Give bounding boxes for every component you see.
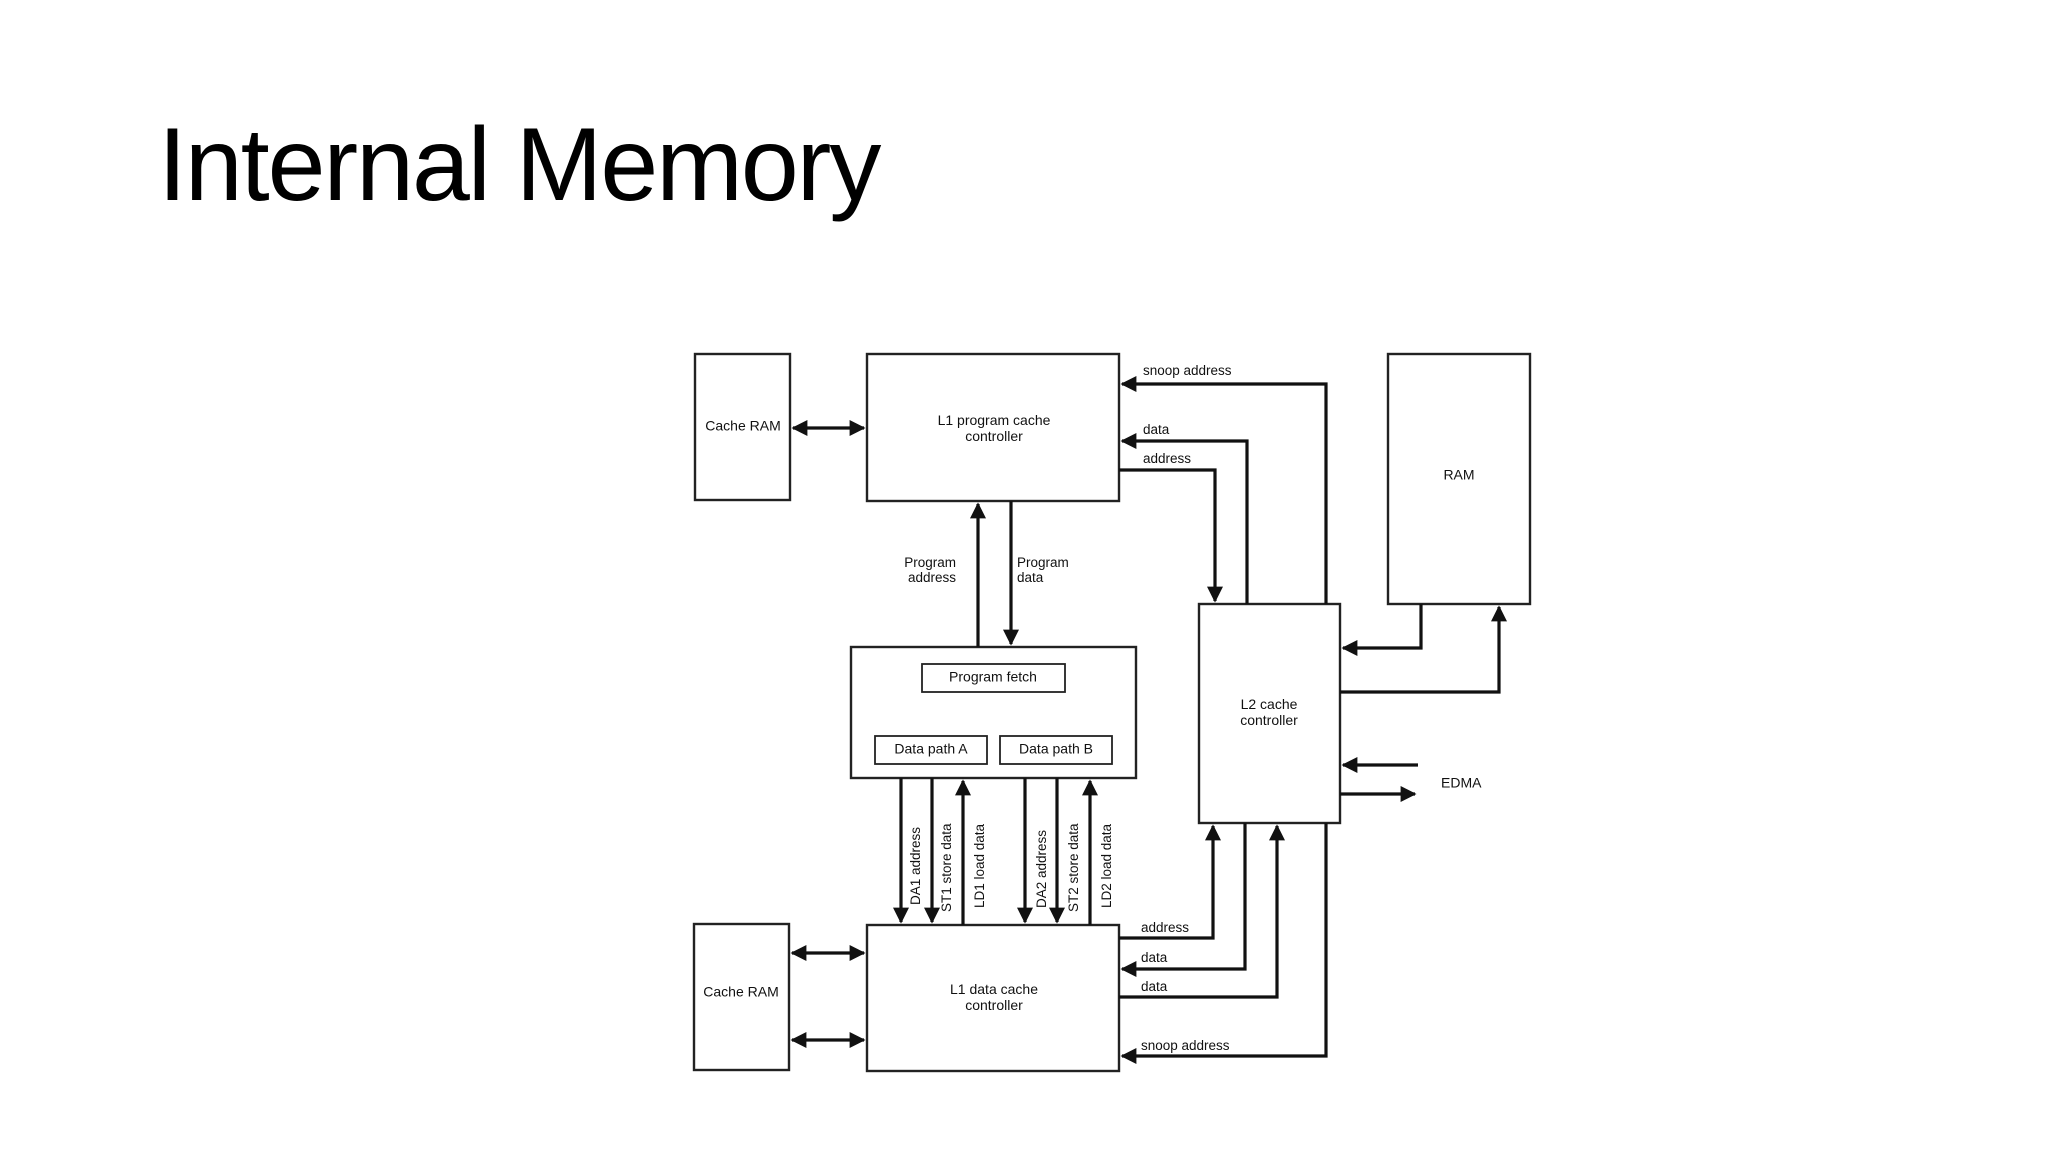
program-fetch-block	[921, 663, 1066, 693]
address-top-arrow	[1119, 468, 1223, 603]
ld2-load-data-label: LD2 load data	[1099, 823, 1114, 908]
l1p-label-line2: controller	[965, 428, 1023, 444]
program-fetch-label: Program fetch	[949, 669, 1037, 685]
l2-label-line2: controller	[1240, 712, 1298, 728]
l2-to-ram-arrow	[1340, 605, 1507, 694]
ld1-load-data-label: LD1 load data	[972, 823, 987, 908]
ram-block	[1386, 352, 1532, 606]
da1-address-label: DA1 address	[908, 827, 923, 905]
cache-ram-top-block	[693, 352, 792, 502]
data-path-b-label: Data path B	[1019, 741, 1093, 757]
cache-ram-bottom-block	[692, 922, 791, 1072]
data-bottom-1-arrow	[1120, 823, 1247, 977]
data-top-label: data	[1143, 422, 1170, 437]
l1d-label-line1: L1 data cache	[950, 981, 1038, 997]
l1-data-cache-controller-block	[865, 923, 1121, 1073]
address-bottom-label: address	[1141, 920, 1189, 935]
st1-store-data-label: ST1 store data	[939, 823, 954, 912]
data-bottom-2-label: data	[1141, 979, 1168, 994]
l1p-label-line1: L1 program cache	[938, 412, 1051, 428]
data-bottom-2-arrow	[1119, 824, 1285, 999]
st2-store-data-label: ST2 store data	[1066, 823, 1081, 912]
l1-program-cache-controller-block	[865, 352, 1121, 503]
address-bottom-arrow	[1119, 824, 1221, 940]
address-top-label: address	[1143, 451, 1191, 466]
cache-ram-top-label: Cache RAM	[705, 418, 780, 434]
snoop-address-bottom-arrow	[1120, 823, 1328, 1064]
snoop-address-top-label: snoop address	[1143, 363, 1232, 378]
program-address-label-1: Program	[904, 555, 956, 570]
l1d-label-line2: controller	[965, 997, 1023, 1013]
ram-label: RAM	[1443, 467, 1474, 483]
l2-cache-controller-block	[1197, 602, 1342, 825]
cache-ram-bottom-label: Cache RAM	[703, 984, 778, 1000]
edma-label: EDMA	[1441, 775, 1482, 791]
da2-address-label: DA2 address	[1034, 830, 1049, 908]
data-path-b-block	[999, 735, 1113, 765]
l2-label-line1: L2 cache	[1241, 696, 1298, 712]
data-top-arrow	[1120, 433, 1249, 604]
slide-title: Internal Memory	[158, 107, 881, 223]
ram-to-l2-arrow	[1341, 604, 1423, 656]
data-path-a-label: Data path A	[894, 741, 968, 757]
snoop-address-bottom-label: snoop address	[1141, 1038, 1230, 1053]
program-data-label-1: Program	[1017, 555, 1069, 570]
data-path-a-block	[874, 735, 988, 765]
program-data-label-2: data	[1017, 570, 1044, 585]
program-address-label-2: address	[908, 570, 956, 585]
data-bottom-1-label: data	[1141, 950, 1168, 965]
snoop-address-top-arrow	[1120, 376, 1328, 604]
